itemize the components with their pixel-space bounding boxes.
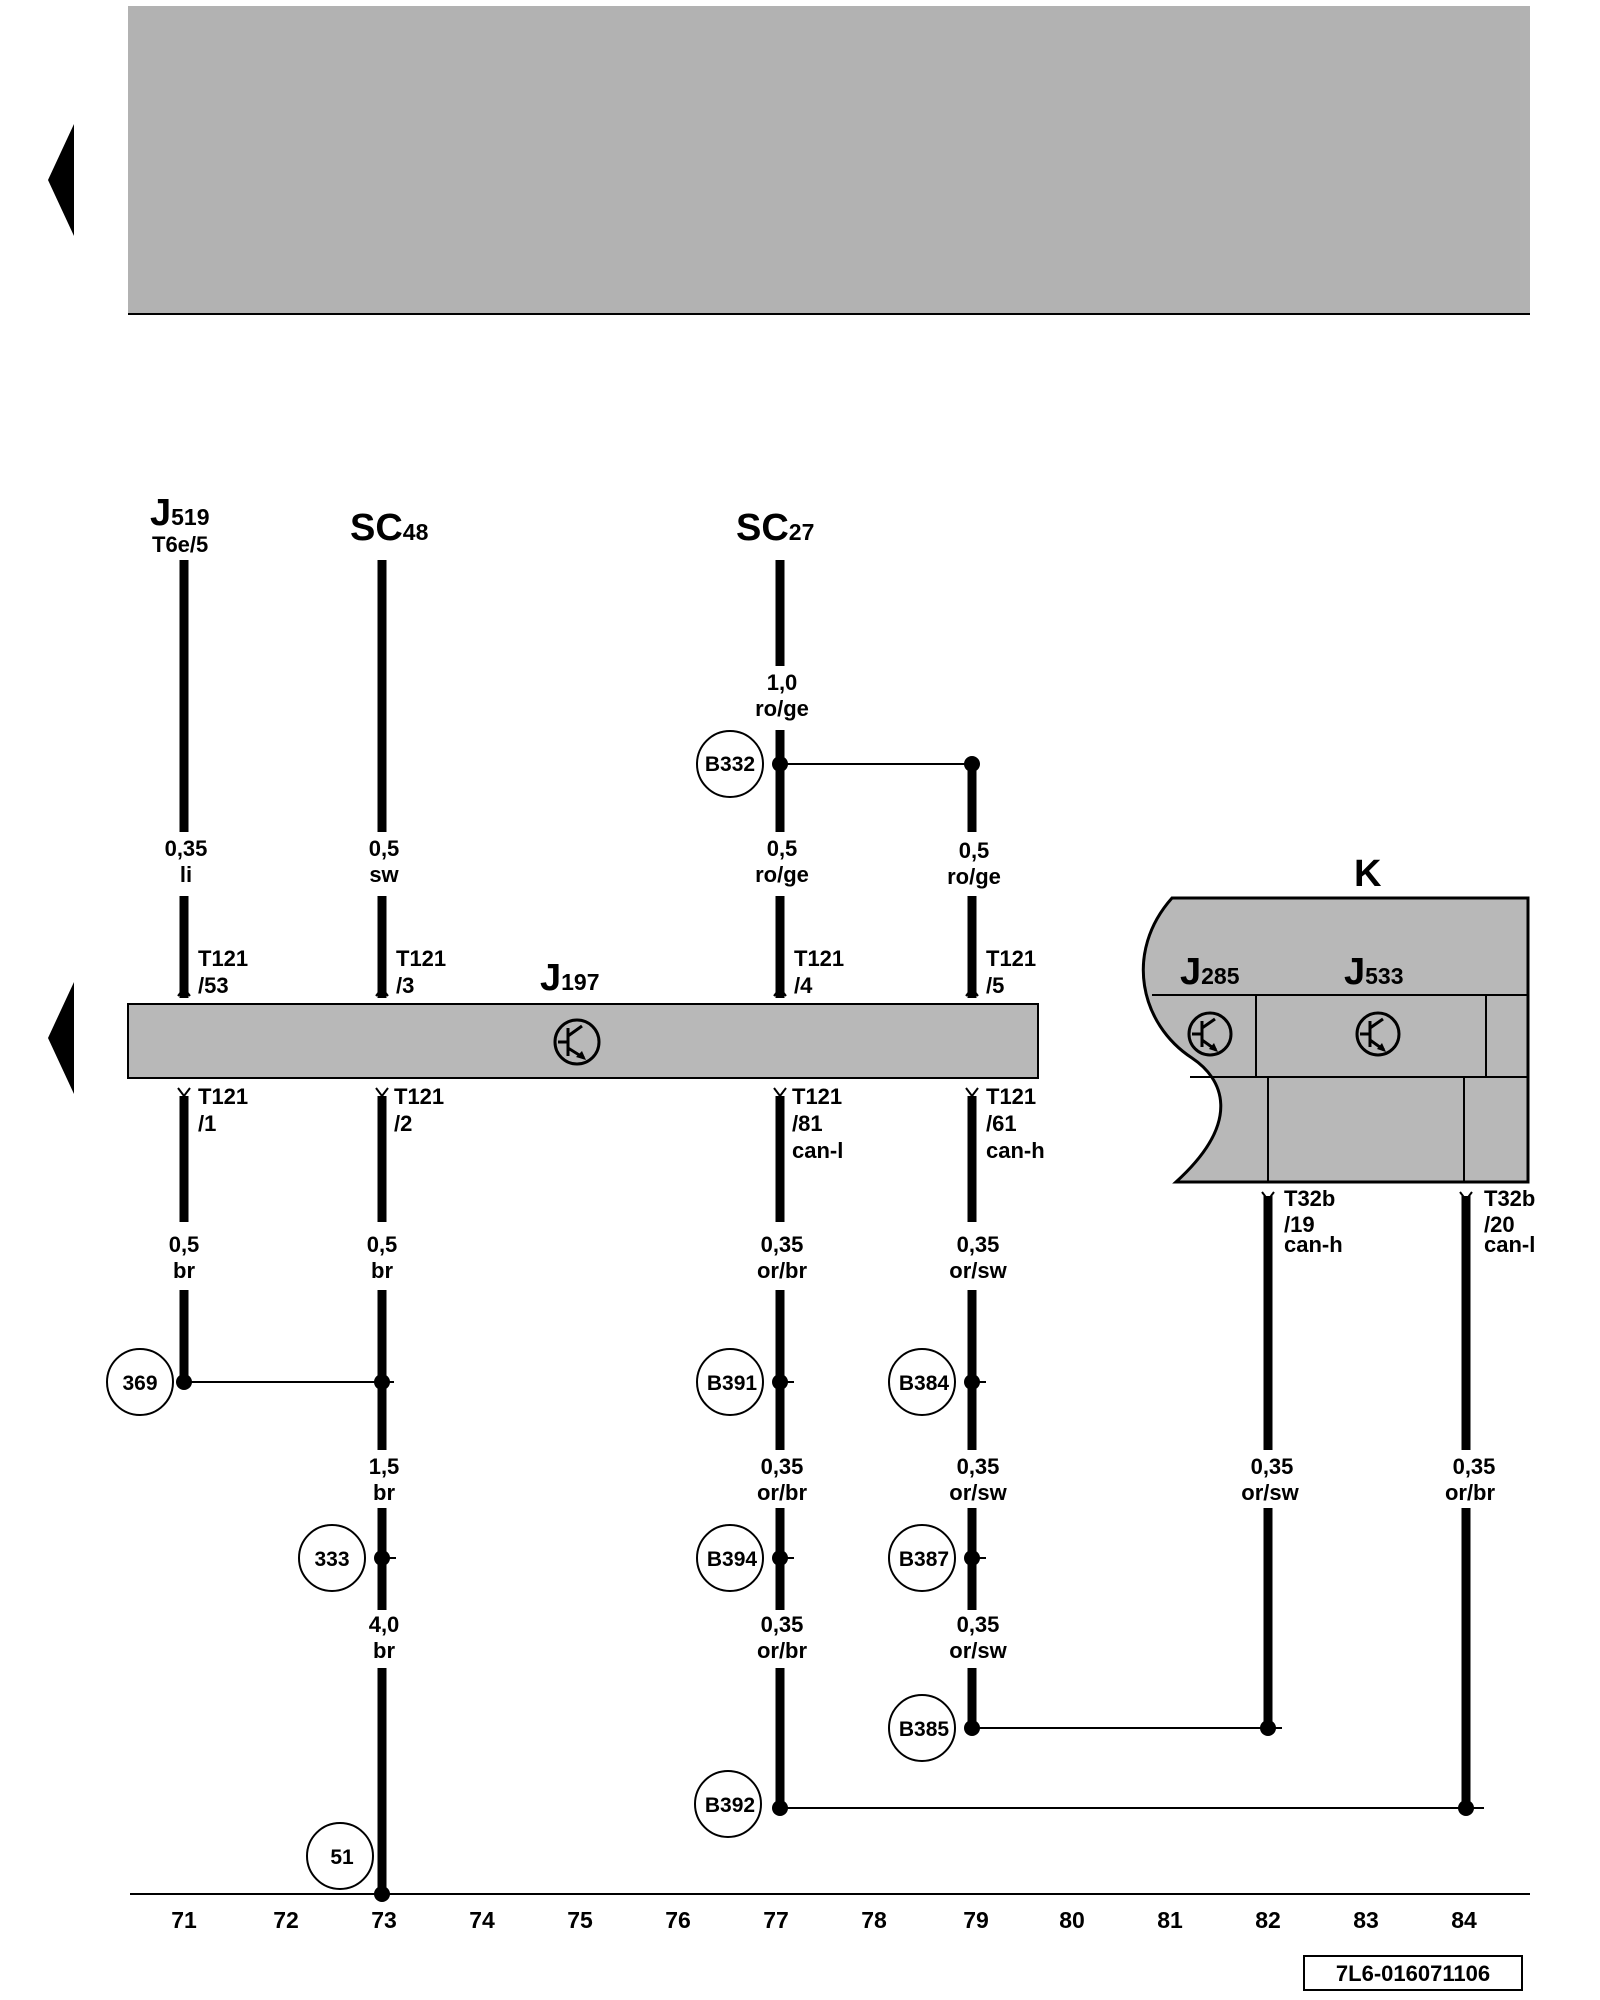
svg-text:B387: B387 [899,1548,949,1571]
document-id-box [1303,1955,1523,1991]
svg-text:71: 71 [171,1907,197,1933]
svg-text:B392: B392 [705,1794,755,1817]
svg-text:81: 81 [1157,1907,1183,1933]
ref-circle-b392 [694,1770,762,1838]
conn-73-bot: T121/2 [394,1084,444,1136]
j285-transistor-icon [1187,1011,1233,1057]
j519-pin-label: T6e/5 [152,532,208,557]
ref-circle-b394 [696,1524,764,1592]
ref-circle-b391 [696,1348,764,1416]
svg-text:369: 369 [122,1372,157,1395]
ref-circle-333 [298,1524,366,1592]
svg-text:51: 51 [330,1846,354,1869]
svg-text:333: 333 [314,1548,349,1571]
connector-arrows [177,986,1473,1202]
reference-labels: B332 369 B391 B384 333 B394 B387 B385 B3… [122,753,949,1869]
svg-text:B332: B332 [705,753,755,776]
sc27-label: SC27 [736,507,814,549]
k-unit [1141,896,1530,1184]
wires [179,560,1471,1894]
svg-text:77: 77 [763,1907,789,1933]
conn-73-top: T121/3 [396,946,446,998]
conn-77-top: T121/4 [794,946,844,998]
svg-text:73: 73 [371,1907,397,1933]
svg-text:B385: B385 [899,1718,950,1741]
conn-79-top: T121/5 [986,946,1036,998]
svg-text:79: 79 [963,1907,989,1933]
document-id: 7L6-016071106 [1336,1961,1490,1986]
svg-text:76: 76 [665,1907,691,1933]
svg-text:75: 75 [567,1907,593,1933]
page-back-arrow-mid[interactable] [48,982,74,1094]
reference-markers [106,730,956,1890]
j533-label: J533 [1344,951,1404,993]
conn-71-top: T121/53 [198,946,248,998]
svg-text:82: 82 [1255,1907,1281,1933]
svg-text:74: 74 [469,1907,495,1933]
svg-text:72: 72 [273,1907,299,1933]
grid-numbers: 71 72 73 74 75 76 77 78 79 80 81 82 83 8… [171,1907,1477,1933]
junction-dots [176,756,1474,1902]
svg-text:78: 78 [861,1907,887,1933]
svg-text:B384: B384 [899,1372,950,1395]
j533-transistor-icon [1355,1011,1401,1057]
j519-label: J519 [150,492,210,534]
conn-71-bot: T121/1 [198,1084,248,1136]
ref-circle-b385 [888,1694,956,1762]
svg-text:83: 83 [1353,1907,1379,1933]
svg-text:B394: B394 [707,1548,758,1571]
header-band [128,6,1530,314]
ref-circle-51 [306,1822,374,1890]
j197-transistor-icon [553,1018,601,1066]
ref-circle-b387 [888,1524,956,1592]
j197-unit [127,1003,1039,1079]
j197-label: J197 [540,957,600,999]
j285-label: J285 [1180,951,1240,993]
page-back-arrow-top[interactable] [48,124,74,236]
ref-circle-369 [106,1348,174,1416]
svg-text:B391: B391 [707,1372,758,1395]
ref-circle-b384 [888,1348,956,1416]
sc48-label: SC48 [350,507,429,549]
svg-text:84: 84 [1451,1907,1477,1933]
ref-circle-b332 [696,730,764,798]
svg-text:80: 80 [1059,1907,1085,1933]
k-label: K [1354,853,1382,895]
